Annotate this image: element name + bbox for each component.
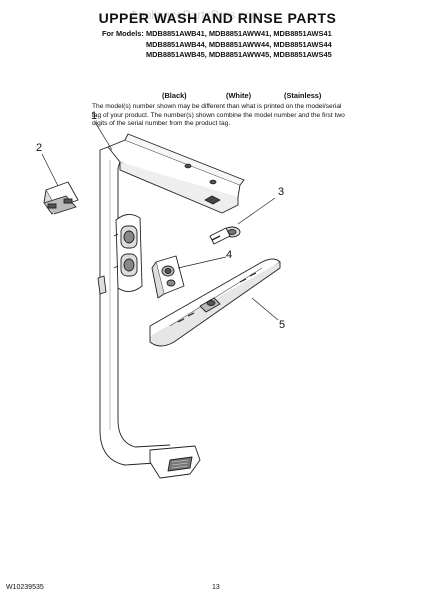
model-row-3: MDB8851AWB45, MDB8851AWW45, MDB8851AWS45 xyxy=(102,50,332,61)
callout-3: 3 xyxy=(278,186,285,198)
model-number: MDB8851AWW44, xyxy=(208,39,272,49)
model-number: MDB8851AWB41, xyxy=(146,29,207,38)
model-list: For Models:MDB8851AWB41, MDB8851AWW41, M… xyxy=(102,29,332,61)
part-2-clip xyxy=(43,181,79,215)
callout-1: 1 xyxy=(91,110,98,122)
model-number: MDB8851AWS41 xyxy=(273,29,332,38)
model-number: MDB8851AWB45, xyxy=(146,50,207,60)
model-note: The model(s) number shown may be differe… xyxy=(92,103,345,128)
part-4-hub xyxy=(151,255,185,299)
models-label: For Models: xyxy=(102,29,144,38)
model-row-2: MDB8851AWB44, MDB8851AWW44, MDB8851AWS44 xyxy=(102,40,332,51)
part-3-retainer xyxy=(209,226,241,245)
color-black: (Black) xyxy=(162,91,187,100)
part-1-mount-bracket xyxy=(113,214,143,292)
part-5-spray-arm xyxy=(149,258,281,347)
model-number: MDB8851AWW45, xyxy=(208,50,272,60)
callout-4: 4 xyxy=(226,249,233,261)
model-number: MDB8851AWW41, xyxy=(208,29,272,38)
callout-5: 5 xyxy=(279,319,286,331)
model-number: MDB8851AWS44 xyxy=(273,39,332,49)
document-number: W10239535 xyxy=(6,584,44,591)
page-number: 13 xyxy=(212,584,220,591)
leader-lines xyxy=(41,121,279,321)
color-stainless: (Stainless) xyxy=(284,91,322,100)
part-1-conduit xyxy=(97,133,245,479)
page-title: UPPER WASH AND RINSE PARTS xyxy=(98,10,337,26)
callout-2: 2 xyxy=(36,142,43,154)
model-row-1: For Models:MDB8851AWB41, MDB8851AWW41, M… xyxy=(102,29,332,40)
model-number: MDB8851AWS45 xyxy=(273,50,332,60)
model-number: MDB8851AWB44, xyxy=(146,39,207,49)
watermark-text: AppliancePartsPros.com xyxy=(130,8,262,22)
color-white: (White) xyxy=(226,91,252,100)
